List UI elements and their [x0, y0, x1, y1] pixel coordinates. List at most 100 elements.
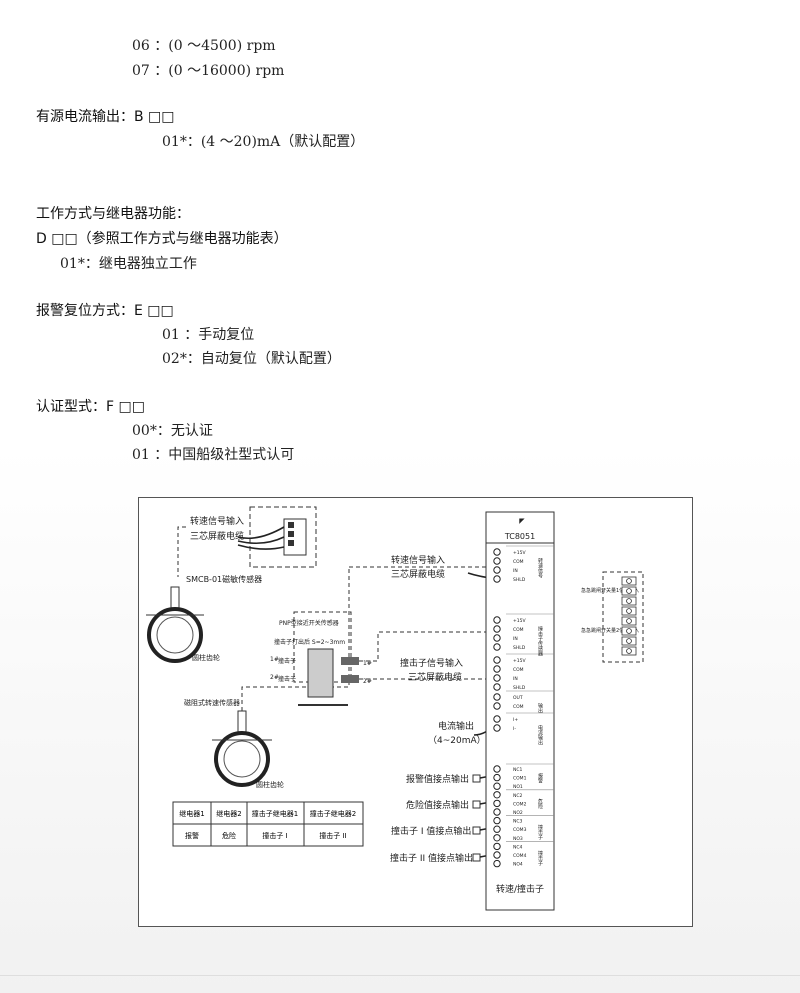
- speed-sensor-box: [249, 506, 317, 568]
- terminal-screw-14: [493, 715, 501, 723]
- diagram-cylinder-gear-2: 圆柱齿轮: [256, 780, 284, 789]
- speed-range-06: 06 ：(0 ～4500) rpm: [132, 38, 276, 54]
- terminal-label: COM4: [513, 853, 527, 859]
- terminal-screw-4: [493, 616, 501, 624]
- table-header-4: 撞击子继电器2: [310, 809, 356, 818]
- terminal-label: COM: [513, 704, 524, 710]
- terminal-screw-0: [493, 548, 501, 556]
- relay-function-table: 继电器1 继电器2 撞击子继电器1 撞击子继电器2 报警 危险 撞击子 I 撞击…: [172, 801, 364, 847]
- emergency-terminals: [621, 576, 637, 656]
- terminal-label: COM3: [513, 827, 527, 833]
- diagram-striker-1-mark: 1#: [270, 656, 279, 663]
- relay-contact-symbols: [472, 774, 481, 862]
- diagram-emergency-input-1: 急急跳闸开关量1信号输入: [581, 587, 639, 594]
- speed-sensor-terminal: [283, 518, 307, 556]
- relay-side-label: 撞击子: [537, 850, 543, 866]
- terminal-label: NC1: [513, 767, 523, 773]
- emergency-terminal-screw: [626, 628, 632, 634]
- diagram-alarm-contact: 报警值接点输出: [406, 773, 469, 785]
- diagram-current-output-range: （4~20mA）: [428, 735, 486, 746]
- terminal-label: OUT: [513, 695, 523, 701]
- emergency-box: [602, 571, 644, 663]
- terminal-screw-5: [493, 625, 501, 633]
- terminal-screw-18: [493, 782, 501, 790]
- terminal-label: SHLD: [513, 577, 526, 583]
- terminal-screw-7: [493, 643, 501, 651]
- diagram-cable-label-3: 三芯屏蔽电缆: [408, 671, 462, 683]
- terminal-screw-11: [493, 683, 501, 691]
- diagram-striker-input-label: 撞击子信号输入: [400, 657, 463, 669]
- emergency-terminal-screw: [626, 648, 632, 654]
- pnp-cable-1: [359, 631, 488, 662]
- relay-side-label: 危险: [537, 798, 543, 810]
- diagram-emergency-input-2: 急急跳闸开关量2信号输入: [581, 627, 639, 634]
- reluctance-cable: [241, 567, 350, 711]
- reluctance-sensor-body: [237, 710, 247, 734]
- terminal-screw-26: [493, 851, 501, 859]
- certification-heading: 认证型式：F □□: [36, 399, 145, 415]
- speed-sensor-terminal-pins: [288, 522, 294, 546]
- pnp-probe-1: [341, 657, 359, 665]
- terminal-label: COM: [513, 559, 524, 565]
- diagram-device-model: TC8051: [504, 532, 535, 541]
- diagram-striker-1: 撞击子: [278, 657, 296, 665]
- diagram-speed-input-label-2: 转速信号输入: [391, 554, 445, 566]
- work-mode-option-01: 01*：继电器独立工作: [60, 256, 197, 272]
- cylinder-gear-2-inner: [223, 740, 261, 778]
- terminal-screw-6: [493, 634, 501, 642]
- table-header-1: 继电器1: [179, 809, 204, 818]
- diagram-striker-note: 撞击子打出后 S=2~3mm: [274, 638, 345, 646]
- terminal-screw-17: [493, 773, 501, 782]
- table-cell-2: 危险: [222, 831, 236, 840]
- footer-rule: [0, 975, 800, 976]
- table-header-2: 继电器2: [216, 809, 241, 818]
- terminal-label: NC3: [513, 819, 523, 825]
- cylinder-gear-1-inner: [156, 616, 194, 654]
- terminal-screw-20: [493, 799, 501, 808]
- alarm-reset-option-01: 01 ：手动复位: [162, 327, 255, 343]
- terminal-screw-9: [493, 665, 501, 673]
- alarm-reset-heading: 报警复位方式：E □□: [36, 303, 174, 319]
- terminal-label: COM: [513, 627, 524, 633]
- terminal-group-side-label: 撞击子传感器: [537, 625, 543, 657]
- sensor-leader-top: [177, 526, 186, 577]
- relay-side-label: 报警: [537, 772, 543, 784]
- table-cell-1: 报警: [185, 831, 199, 840]
- current-output-heading: 有源电流输出：B □□: [36, 109, 175, 125]
- alarm-reset-option-02: 02*：自动复位（默认配置）: [162, 351, 341, 367]
- emergency-terminal-screw: [626, 608, 632, 614]
- certification-option-01: 01 ：中国船级社型式认可: [132, 447, 295, 463]
- terminal-group-side-label: 输出: [537, 702, 543, 714]
- emergency-terminal-screw: [626, 638, 632, 644]
- table-header-3: 撞击子继电器1: [252, 809, 298, 818]
- terminal-label: +15V: [513, 658, 526, 664]
- terminal-screw-10: [493, 674, 501, 682]
- terminal-screw-12: [493, 693, 501, 701]
- terminal-screw-21: [493, 808, 501, 816]
- terminal-label: I-: [513, 726, 516, 732]
- terminal-group-side-label: 转速信号: [537, 557, 543, 579]
- terminal-label: NC2: [513, 793, 523, 799]
- sensor-wires-top: [237, 526, 285, 550]
- work-mode-heading: 工作方式与继电器功能：: [36, 206, 190, 222]
- diagram-device-bottom-label: 转速/撞击子: [496, 883, 544, 895]
- terminal-label: NO4: [513, 862, 523, 868]
- diagram-cylinder-gear-1: 圆柱齿轮: [192, 653, 220, 662]
- emergency-terminal-screw: [626, 578, 632, 584]
- emergency-terminal-screw: [626, 598, 632, 604]
- terminal-screw-8: [493, 656, 501, 664]
- device-logo-icon: ◤: [519, 517, 525, 525]
- terminal-label: COM: [513, 667, 524, 673]
- terminal-screw-22: [493, 816, 501, 825]
- terminal-label: SHLD: [513, 645, 526, 651]
- terminal-label: IN: [513, 568, 518, 574]
- diagram-striker-2: 撞击子: [278, 675, 296, 683]
- diagram-cable-label-1: 三芯屏蔽电缆: [190, 530, 244, 542]
- table-cell-3: 撞击子 I: [262, 831, 287, 840]
- terminal-screw-19: [493, 791, 501, 799]
- current-output-option-01: 01*：(4 ～20)mA（默认配置）: [162, 134, 365, 150]
- terminal-screw-2: [493, 566, 501, 574]
- terminal-screw-27: [493, 859, 501, 868]
- smcb-sensor-body: [170, 586, 180, 610]
- terminal-label: IN: [513, 636, 518, 642]
